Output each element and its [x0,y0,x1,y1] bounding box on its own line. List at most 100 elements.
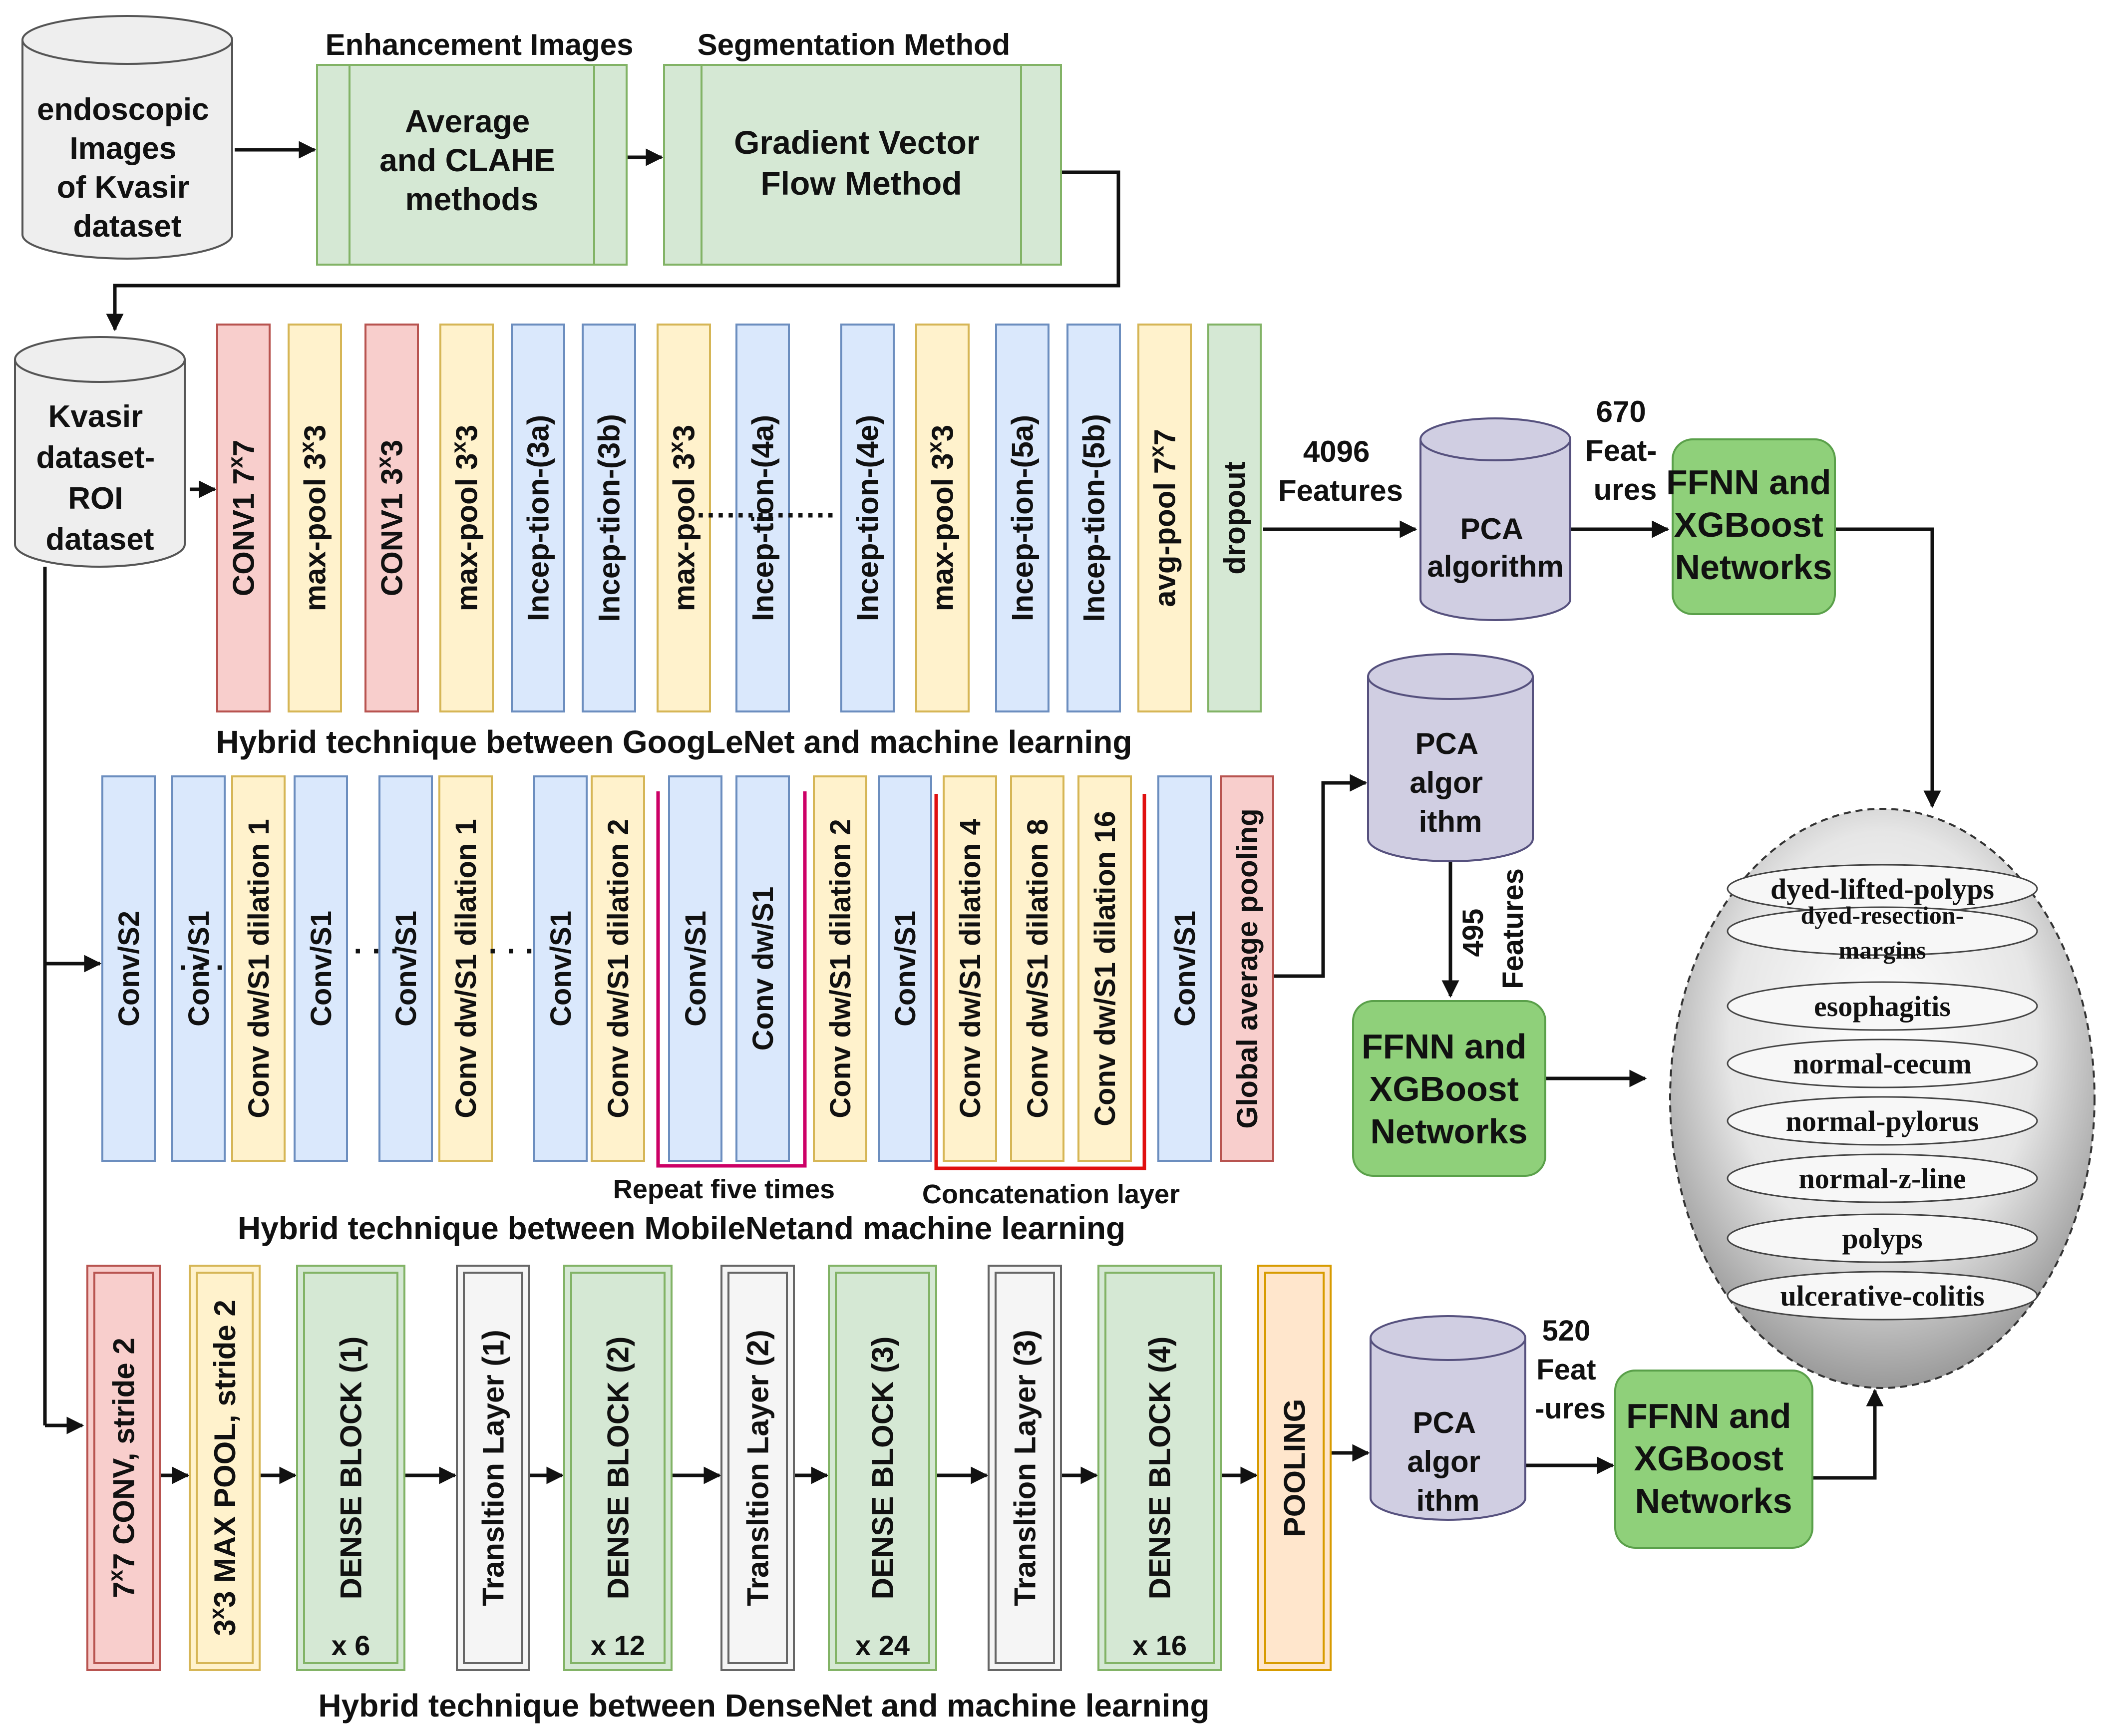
dout-l2: Feat [1536,1354,1596,1386]
mobilenet-classifier: FFNN and XGBoost Networks [1352,1000,1546,1177]
mcl-l3: Networks [1370,1112,1527,1151]
roi-database: Kvasir dataset- ROI dataset [14,336,186,568]
times-superscript: x [446,441,470,453]
class-label-3: esophagitis [1814,990,1951,1023]
gout-l1: 670 [1596,395,1646,428]
mobilenet-dots-2: · · · [353,934,400,968]
googlenet-layer-4: max-pool 3x3 [439,324,494,712]
mobilenet-layer-8-label: Conv dw/S1 dilation 2 [602,819,635,1118]
gpca-l1: PCA [1460,512,1522,546]
mobilenet-layer-17-label: Global average pooling [1231,808,1264,1128]
times-superscript: x [664,441,687,453]
seg-l1: Gradient Vector [734,124,980,161]
googlenet-layer-10-label: max-pool 3x3 [922,425,960,611]
enhancement-title: Enhancement Images [326,28,634,61]
mobilenet-layer-1-label: Conv/S2 [113,911,145,1027]
densenet-layer-8-label: Transltion Layer (3) [1009,1330,1042,1606]
mobilenet-layer-16-label: Conv/S1 [1169,911,1201,1027]
mobilenet-layer-13: Conv dw/S1 dilation 4 [943,775,997,1162]
densenet-classifier: FFNN and XGBoost Networks [1614,1370,1813,1549]
googlenet-layer-5-label: Incep-tion-(3a) [522,415,555,621]
concat-note: Concatenation layer [922,1179,1180,1209]
mobilenet-features-out: 495 Features [1457,868,1529,989]
densenet-layer-2: 3x3 MAX POOL, stride 2 [189,1265,261,1671]
seg-l2: Flow Method [760,165,962,202]
mobilenet-layer-14-label: Conv dw/S1 dilation 8 [1022,819,1054,1118]
mobilenet-pca-label: PCA algor ithm [1409,727,1491,838]
densenet-layer-7: DENSE BLOCK (3)x 24 [828,1265,937,1671]
gin-l2: Features [1278,474,1403,507]
googlenet-layer-2-label: max-pool 3x3 [295,425,332,611]
repeat-bracket [656,791,807,1168]
densenet-layer-2-label: 3x3 MAX POOL, stride 2 [205,1300,242,1636]
dpca-l1: PCA [1412,1406,1475,1439]
mobilenet-layer-7: Conv/S1 [533,775,588,1162]
mobilenet-pca: PCA algor ithm [1367,653,1534,862]
densenet-layer-5: DENSE BLOCK (2) x 12 [563,1265,673,1671]
times-superscript: x [295,441,318,453]
class-item-1: dyed-lifted-polyps [1727,864,2038,914]
mobilenet-layer-8: Conv dw/S1 dilation 2 [591,775,645,1162]
densenet-layer-6-label: Transltion Layer (2) [741,1330,775,1606]
times-superscript: x [1144,445,1168,457]
googlenet-layer-14-label: dropout [1218,461,1252,575]
googlenet-layer-8: Incep-tion-(4a) [735,324,790,712]
classes-oval: dyed-lifted-polypsdyed-resection-margins… [1669,808,2096,1389]
dcl-l2: XGBoost [1634,1439,1783,1478]
densenet-layer-9-repeat: x 16 [1132,1630,1187,1661]
roi-l4: dataset [45,522,154,557]
src-l1: endoscopic [37,92,209,127]
times-superscript: x [922,441,946,453]
enh-l1: Average [405,103,530,139]
googlenet-layer-4-label: max-pool 3x3 [446,425,484,611]
mobilenet-layer-4: Conv/S1 [294,775,348,1162]
googlenet-caption: Hybrid technique between GoogLeNet and m… [216,724,1132,760]
densenet-layer-4-label: Transltion Layer (1) [477,1330,510,1606]
densenet-layer-7-repeat: x 24 [855,1630,910,1661]
mpca-l2: algor [1409,766,1483,799]
googlenet-classifier: FFNN and XGBoost Networks [1666,438,1836,615]
class-label-2: dyed-resection-margins [1801,901,1964,964]
mcl-l2: XGBoost [1370,1069,1519,1108]
mobilenet-layer-12: Conv/S1 [878,775,932,1162]
class-item-4: normal-cecum [1727,1039,2038,1088]
googlenet-layer-12: Incep-tion-(5b) [1066,324,1121,712]
mobilenet-layer-14: Conv dw/S1 dilation 8 [1010,775,1064,1162]
src-l2: Images [70,131,177,166]
mobilenet-dots-3: · · · [488,934,535,968]
densenet-layer-5-repeat: x 12 [591,1630,645,1661]
label-rest: 7 CONV, stride 2 [107,1338,141,1570]
times-superscript: x [223,456,247,468]
dcl-l3: Networks [1635,1481,1792,1520]
class-label-5: normal-pylorus [1786,1105,1979,1137]
googlenet-layer-13-label: avg-pool 7x7 [1144,429,1182,607]
googlenet-layer-8-label: Incep-tion-(4a) [746,415,780,621]
mobilenet-layer-17: Global average pooling [1220,775,1274,1162]
googlenet-layer-9-label: Incep-tion-(4e) [851,415,885,621]
densenet-pca-label: PCA algor ithm [1407,1406,1488,1517]
label-rest: 3 [299,425,332,441]
densenet-layer-5-label: DENSE BLOCK (2) [602,1337,635,1600]
mobilenet-layer-1: Conv/S2 [101,775,156,1162]
googlenet-layer-7: max-pool 3x3 [657,324,711,712]
class-item-2: dyed-resection-margins [1727,901,2038,964]
source-database: endoscopic Images of Kvasir dataset [21,15,233,260]
densenet-layer-9: DENSE BLOCK (4)x 16 [1097,1265,1222,1671]
googlenet-layer-3: CONV1 3x3 [364,324,419,712]
mout-l1: 495 [1457,909,1489,957]
densenet-pca: PCA algor ithm [1370,1315,1526,1521]
densenet-layer-3-label: DENSE BLOCK (1) [335,1337,368,1600]
gin-l1: 4096 [1303,435,1370,468]
segmentation-title: Segmentation Method [698,28,1011,61]
times-superscript: x [103,1569,127,1581]
densenet-layer-1-label: 7x7 CONV, stride 2 [103,1338,141,1598]
segmentation-label: Gradient Vector Flow Method [734,124,989,202]
mout-l2: Features [1497,868,1529,989]
concat-bracket [934,794,1146,1170]
googlenet-layer-10: max-pool 3x3 [915,324,970,712]
times-superscript: x [205,1607,228,1619]
googlenet-layer-9: Incep-tion-(4e) [840,324,895,712]
connectors [43,141,1941,1480]
